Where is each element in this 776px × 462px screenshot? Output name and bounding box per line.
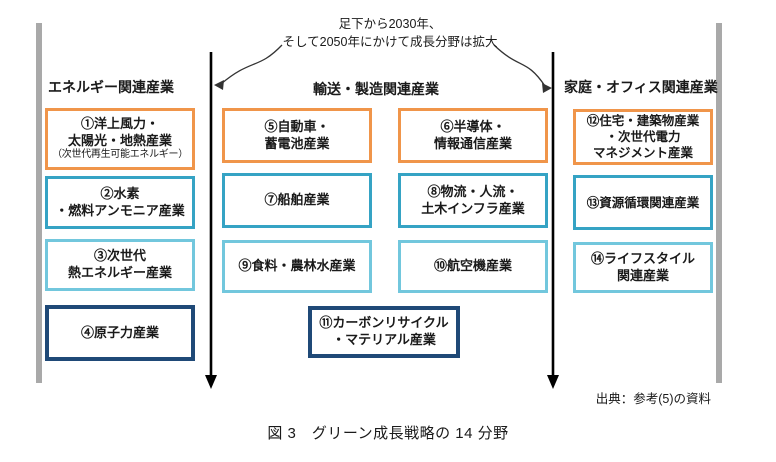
industry-box-7-line: ⑦船舶産業 (264, 192, 330, 208)
left-gray-bar (36, 23, 42, 383)
industry-box-6: ⑥半導体・ 情報通信産業 (398, 108, 548, 163)
industry-box-9: ⑨食料・農林水産業 (222, 240, 372, 293)
industry-box-7: ⑦船舶産業 (222, 173, 372, 228)
right-gray-bar (716, 23, 722, 383)
industry-box-10-line: ⑩航空機産業 (433, 258, 512, 274)
industry-box-6-line: ⑥半導体・ (440, 118, 506, 134)
industry-box-13: ⑬資源循環関連産業 (573, 175, 713, 230)
header-home: 家庭・オフィス関連産業 (564, 79, 718, 95)
industry-box-3: ③次世代 熱エネルギー産業 (45, 239, 195, 291)
industry-box-12-line: マネジメント産業 (592, 146, 693, 160)
left-curved-arrow (214, 44, 283, 90)
industry-box-13-line: ⑬資源循環関連産業 (586, 195, 700, 210)
industry-box-12: ⑫住宅・建築物産業 ・次世代電力 マネジメント産業 (573, 109, 713, 165)
industry-box-14-line: ⑭ライフスタイル (590, 250, 695, 266)
industry-box-8-line: 土木インフラ産業 (421, 200, 525, 216)
header-energy: エネルギー関連産業 (48, 79, 174, 95)
industry-box-1-line: ①洋上風力・ (80, 115, 159, 131)
industry-box-2-line: ・燃料アンモニア産業 (55, 202, 185, 218)
industry-box-8-line: ⑧物流・人流・ (427, 183, 519, 199)
annotation-line-2: そして2050年にかけて成長分野は拡大 (282, 35, 498, 50)
industry-box-3-line: 熱エネルギー産業 (67, 265, 172, 280)
industry-box-4-line: ④原子力産業 (80, 324, 159, 340)
header-transport: 輸送・製造関連産業 (313, 81, 439, 97)
right-timeline-arrow (547, 52, 559, 389)
figure-caption: 図 3 グリーン成長戦略の 14 分野 (267, 425, 509, 442)
industry-box-2-line: ②水素 (100, 185, 140, 201)
industry-box-10: ⑩航空機産業 (398, 240, 548, 293)
industry-box-8: ⑧物流・人流・ 土木インフラ産業 (398, 173, 548, 228)
industry-box-14-line: 関連産業 (616, 267, 669, 283)
industry-box-14: ⑭ライフスタイル 関連産業 (573, 242, 713, 293)
industry-box-11-line: ・マテリアル産業 (332, 332, 436, 347)
left-timeline-arrow (205, 52, 217, 389)
industry-box-12-line: ・次世代電力 (605, 130, 681, 144)
industry-box-3-line: ③次世代 (93, 248, 146, 264)
right-curved-arrow (493, 44, 552, 93)
industry-box-5-line: 蓄電池産業 (264, 135, 330, 151)
industry-box-11: ⑪カーボンリサイクル ・マテリアル産業 (308, 306, 460, 358)
expansion-annotation: 足下から2030年、 そして2050年にかけて成長分野は拡大 (238, 15, 542, 51)
industry-box-2: ②水素 ・燃料アンモニア産業 (45, 176, 195, 229)
industry-box-12-line: ⑫住宅・建築物産業 (586, 114, 700, 128)
annotation-line-1: 足下から2030年、 (338, 17, 442, 31)
source-note: 出典：参考(5)の資料 (595, 392, 711, 406)
industry-box-1-line: 太陽光・地熱産業 (67, 132, 172, 148)
industry-box-5-line: ⑤自動車・ (264, 118, 330, 134)
industry-box-9-line: ⑨食料・農林水産業 (238, 258, 356, 274)
industry-box-5: ⑤自動車・ 蓄電池産業 (222, 108, 372, 163)
industry-box-1: ①洋上風力・ 太陽光・地熱産業 （次世代再生可能エネルギー） (45, 108, 195, 170)
industry-box-6-line: 情報通信産業 (433, 135, 512, 151)
industry-box-4: ④原子力産業 (45, 305, 195, 361)
industry-box-11-line: ⑪カーボンリサイクル (319, 315, 449, 331)
industry-box-1-note: （次世代再生可能エネルギー） (52, 149, 188, 161)
